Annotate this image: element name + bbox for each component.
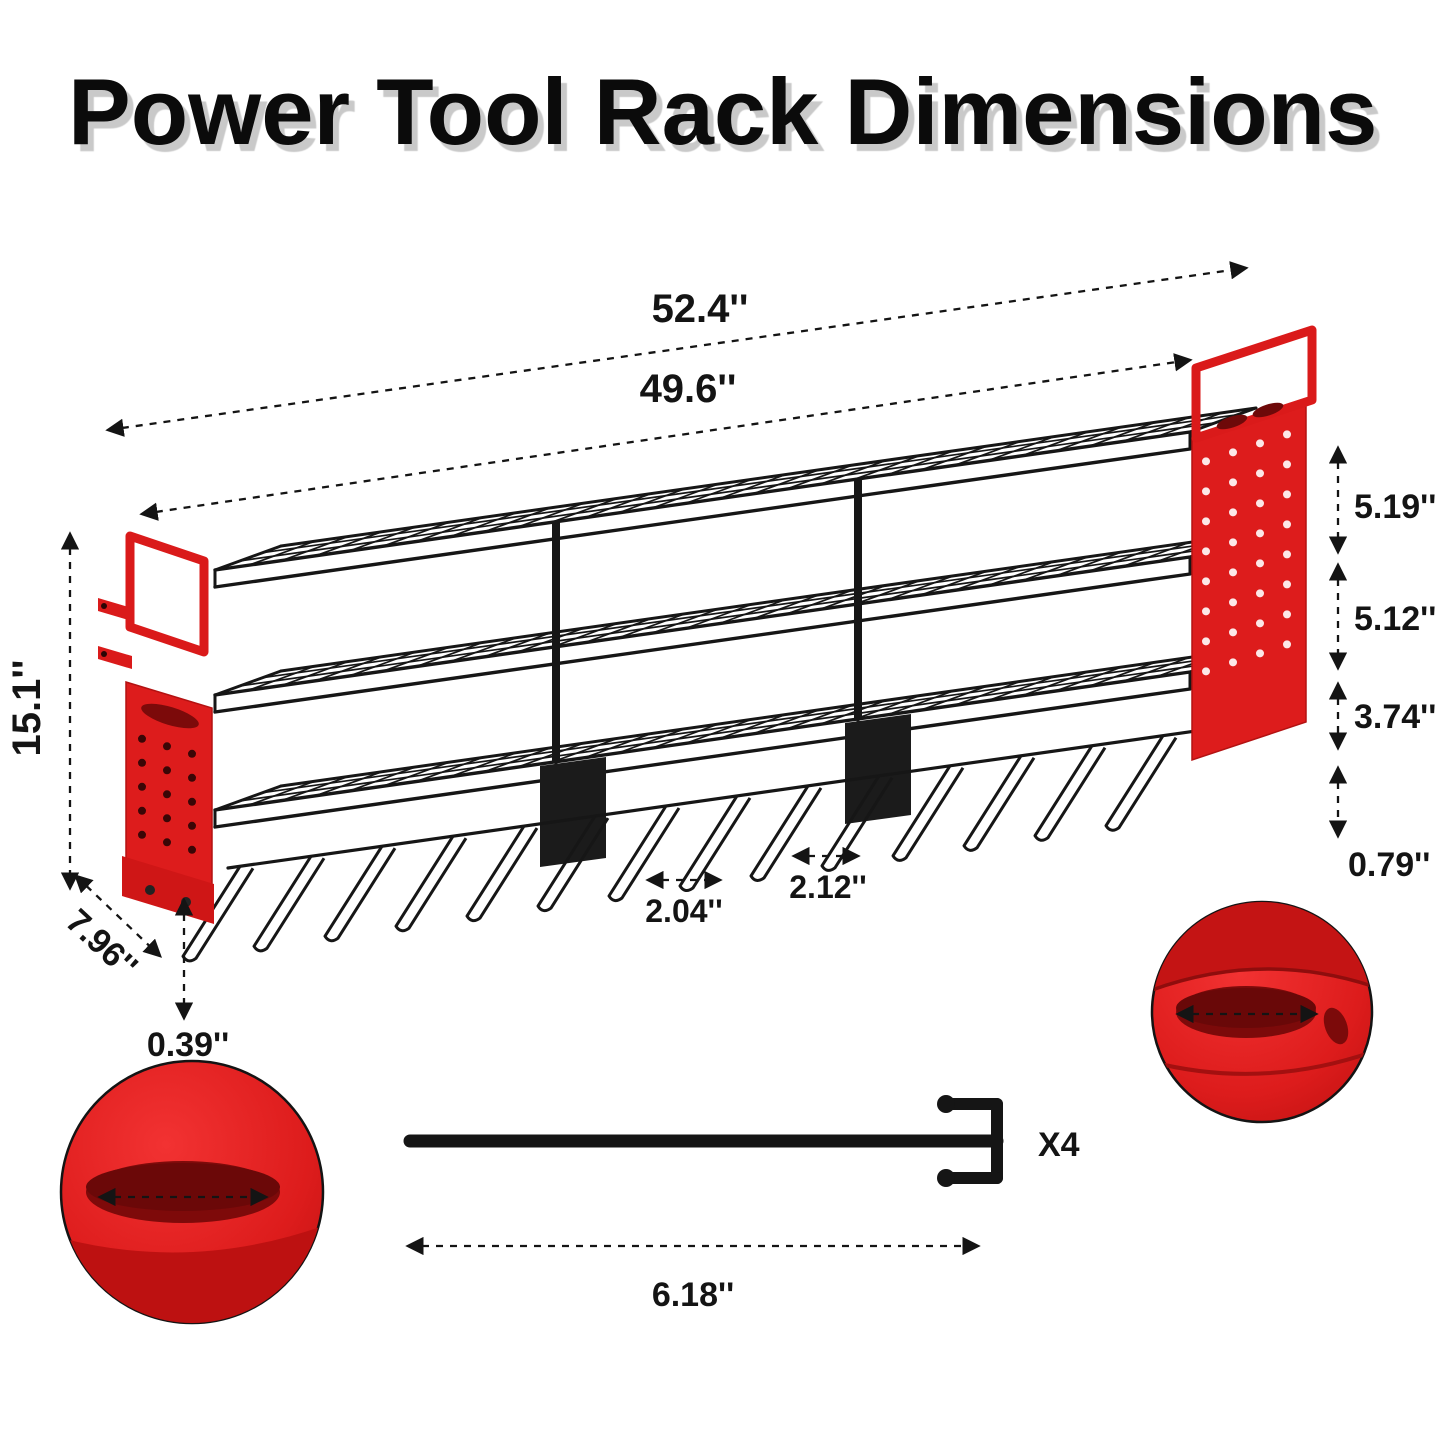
right-end-panel xyxy=(1191,325,1317,762)
right-pegboard-holes xyxy=(1202,430,1291,676)
left-end-panel xyxy=(98,531,214,924)
dim-label-inner-width: 49.6'' xyxy=(640,367,737,411)
dim-arrow-depth xyxy=(74,874,162,958)
bracket-detail-callout xyxy=(1150,900,1374,1124)
dim-label-depth: 7.96'' xyxy=(58,902,144,986)
dim-arrow-overall-width xyxy=(105,261,1249,437)
dimension-annotations: 52.4'' 49.6'' 5.19'' 5.12'' 3.74'' 0.79'… xyxy=(5,261,1436,1064)
left-pegboard-holes xyxy=(138,734,196,854)
dim-label-tier-top: 5.19'' xyxy=(1354,488,1436,526)
left-arm xyxy=(98,598,132,621)
rack-illustration xyxy=(98,325,1317,963)
dim-label-hook-length: 6.18'' xyxy=(652,1276,734,1314)
peg-hook-illustration xyxy=(403,1095,1004,1187)
page-title: Power Tool Rack Dimensions xyxy=(68,59,1378,164)
dim-arrow-inner-width xyxy=(139,353,1193,521)
dim-label-prong-gap-right: 2.12'' xyxy=(789,869,867,905)
tool-slot xyxy=(1252,402,1284,418)
left-arm xyxy=(98,646,132,669)
zoomed-small-hole xyxy=(1323,1007,1349,1045)
middle-supports xyxy=(540,479,911,867)
left-top-frame xyxy=(125,531,209,657)
slot-detail-callout xyxy=(59,1059,325,1325)
dim-label-overall-width: 52.4'' xyxy=(652,287,749,331)
hook-quantity-label: X4 xyxy=(1038,1126,1080,1164)
dim-label-tier-middle: 5.12'' xyxy=(1354,600,1436,638)
dim-label-panel-thickness: 0.39'' xyxy=(147,1026,229,1064)
support-bracket xyxy=(540,757,606,867)
bottom-shelf xyxy=(213,646,1258,829)
dim-label-hook-drop: 0.79'' xyxy=(1348,846,1430,884)
support-bracket xyxy=(845,714,911,824)
handle-slot xyxy=(141,703,199,729)
dim-label-total-height: 15.1'' xyxy=(5,660,49,757)
dim-label-prong-gap-left: 2.04'' xyxy=(645,893,723,929)
dim-label-tier-bottom: 3.74'' xyxy=(1354,698,1436,736)
